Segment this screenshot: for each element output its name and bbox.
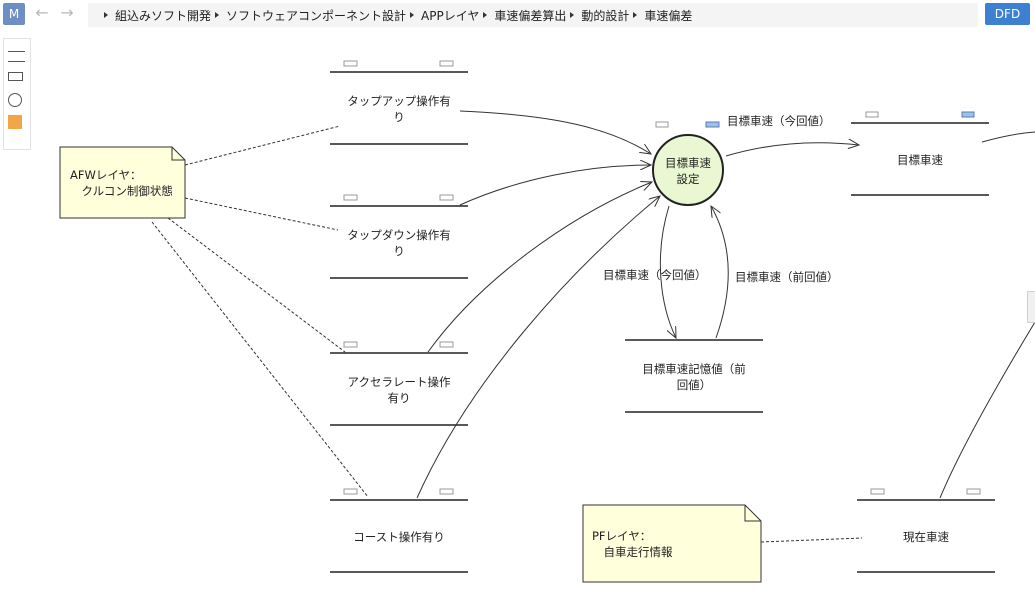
data-store-tap-down[interactable] xyxy=(330,194,468,279)
label-line: 設定 xyxy=(676,172,700,186)
flow-label-from-memory: 目標車速（前回値） xyxy=(735,270,839,284)
note-afw-layer[interactable] xyxy=(59,146,186,219)
line-tool-icon[interactable] xyxy=(8,51,25,52)
process-label: 目標車速 設定 xyxy=(653,155,723,187)
data-store-coast[interactable] xyxy=(330,488,468,573)
label-line: り xyxy=(393,110,405,124)
data-store-label-current-speed: 現在車速 xyxy=(857,529,995,545)
breadcrumb: 組込みソフト開発 ソフトウェアコンポーネント設計 APPレイヤ 車速偏差算出 動… xyxy=(88,3,978,27)
data-store-target-speed[interactable] xyxy=(851,111,989,196)
note-text-afw: AFWレイヤ： クルコン制御状態 xyxy=(70,167,173,199)
breadcrumb-label: 車速偏差算出 xyxy=(494,8,567,23)
app-menu-button[interactable]: M xyxy=(3,3,25,25)
label-line: 目標車速記憶値（前 xyxy=(642,362,746,376)
breadcrumb-item[interactable]: 組込みソフト開発 xyxy=(100,7,211,24)
forward-arrow-icon[interactable]: → xyxy=(60,3,74,22)
breadcrumb-separator-icon xyxy=(483,12,488,18)
breadcrumb-item[interactable]: 動的設計 xyxy=(566,7,629,24)
back-arrow-icon[interactable]: ← xyxy=(35,3,49,22)
data-store-current-speed[interactable] xyxy=(857,488,995,573)
data-store-label-tap-up: タップアップ操作有 り xyxy=(330,93,468,125)
data-store-label-tap-down: タップダウン操作有 り xyxy=(330,227,468,259)
note-text-pf: PFレイヤ： 自車走行情報 xyxy=(592,528,673,560)
label-line: 現在車速 xyxy=(903,530,949,544)
breadcrumb-separator-icon xyxy=(104,12,108,18)
label-line: 目標車速 xyxy=(897,153,943,167)
circle-tool-icon[interactable] xyxy=(8,93,22,107)
breadcrumb-separator-icon xyxy=(633,12,638,18)
data-store-label-accelerate: アクセラレート操作 有り xyxy=(330,374,468,406)
dashed-line-tool-icon[interactable] xyxy=(8,61,25,62)
rectangle-tool-icon[interactable] xyxy=(8,72,23,81)
breadcrumb-label: 車速偏差 xyxy=(644,8,693,23)
top-bar: M ← → 組込みソフト開発 ソフトウェアコンポーネント設計 APPレイヤ 車速… xyxy=(0,0,1035,29)
data-flows[interactable] xyxy=(416,110,1035,499)
side-panel-toggle[interactable] xyxy=(1027,291,1035,323)
breadcrumb-label: 組込みソフト開発 xyxy=(115,8,212,23)
note-pf-layer[interactable] xyxy=(582,504,762,583)
data-store-label-coast: コースト操作有り xyxy=(330,529,468,545)
label-line: 有り xyxy=(387,391,411,405)
breadcrumb-label: ソフトウェアコンポーネント設計 xyxy=(226,8,407,23)
note-line: PFレイヤ： xyxy=(592,529,652,543)
data-store-label-target-memory: 目標車速記憶値（前 回値） xyxy=(625,361,763,393)
label-line: 回値） xyxy=(676,378,712,392)
flow-label-to-memory: 目標車速（今回値） xyxy=(603,268,707,282)
note-connectors xyxy=(151,125,863,543)
label-line: 目標車速 xyxy=(665,156,711,170)
data-store-accelerate[interactable] xyxy=(330,341,468,426)
breadcrumb-item[interactable]: APPレイヤ xyxy=(406,7,479,24)
label-line: タップアップ操作有 xyxy=(347,94,451,108)
note-line: クルコン制御状態 xyxy=(70,184,173,198)
label-line: り xyxy=(393,244,405,258)
breadcrumb-separator-icon xyxy=(410,12,415,18)
data-store-tap-up[interactable] xyxy=(330,60,468,145)
label-line: コースト操作有り xyxy=(353,530,445,544)
process-target-speed-setting[interactable] xyxy=(652,121,724,206)
breadcrumb-separator-icon xyxy=(215,12,220,18)
breadcrumb-separator-icon xyxy=(570,12,575,18)
note-line: AFWレイヤ： xyxy=(70,168,142,182)
shape-toolbox xyxy=(3,38,31,150)
breadcrumb-label: 動的設計 xyxy=(581,8,630,23)
breadcrumb-item[interactable]: 車速偏差算出 xyxy=(479,7,566,24)
note-line: 自車走行情報 xyxy=(592,545,673,559)
label-line: アクセラレート操作 xyxy=(347,375,451,389)
dfd-mode-button[interactable]: DFD xyxy=(985,3,1030,25)
label-line: タップダウン操作有 xyxy=(347,228,451,242)
note-tool-icon[interactable] xyxy=(8,115,22,129)
breadcrumb-item[interactable]: ソフトウェアコンポーネント設計 xyxy=(211,7,406,24)
data-store-label-target-speed: 目標車速 xyxy=(851,152,989,168)
breadcrumb-item[interactable]: 車速偏差 xyxy=(629,7,692,24)
breadcrumb-label: APPレイヤ xyxy=(421,8,480,23)
flow-label-out-target: 目標車速（今回値） xyxy=(727,114,831,128)
data-store-target-memory[interactable] xyxy=(625,339,763,413)
